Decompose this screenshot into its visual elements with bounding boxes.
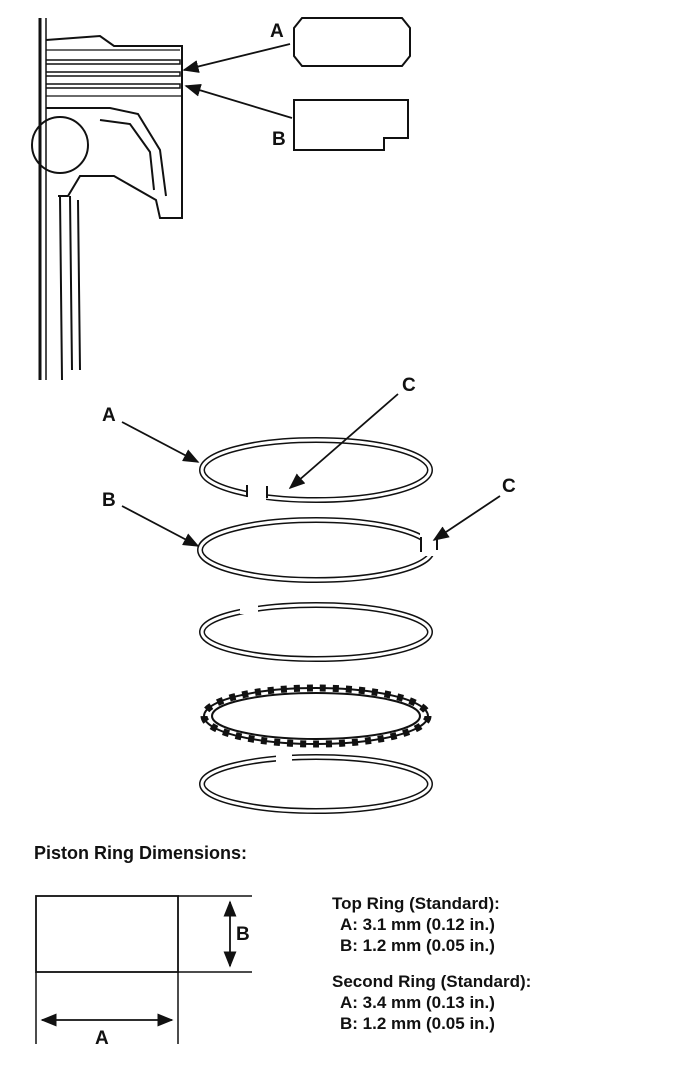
- oil-ring-upper-rail: [199, 600, 433, 662]
- second-ring-profile: [293, 99, 409, 151]
- dimensions-title: Piston Ring Dimensions:: [34, 843, 248, 863]
- top-ring-b-value: B: 1.2 mm (0.05 in.): [340, 936, 495, 955]
- second-ring-b-value: B: 1.2 mm (0.05 in.): [340, 1014, 495, 1033]
- piston-label-b: B: [272, 129, 286, 150]
- arrow-b-second-ring-set: [121, 505, 200, 547]
- ring-label-c-top: C: [402, 375, 416, 396]
- arrow-c-top-ring-gap: [288, 393, 399, 490]
- second-ring: [197, 517, 438, 583]
- second-ring-spec: Second Ring (Standard): A: 3.4 mm (0.13 …: [332, 971, 531, 1034]
- piston-label-a: A: [270, 21, 284, 42]
- top-ring-profile: [293, 17, 411, 67]
- ring-dimension-sketch: [35, 895, 252, 1044]
- oil-ring-spacer: [200, 684, 432, 748]
- piston-cross-section: [31, 18, 183, 381]
- top-ring-a-value: A: 3.1 mm (0.12 in.): [340, 915, 495, 934]
- arrow-a-top-ring-set: [121, 421, 200, 463]
- top-ring-heading: Top Ring (Standard):: [332, 894, 500, 913]
- oil-ring-lower-rail: [199, 752, 433, 814]
- second-ring-heading: Second Ring (Standard):: [332, 972, 532, 991]
- dimension-label-b: B: [236, 924, 250, 945]
- dimension-label-a: A: [95, 1028, 109, 1049]
- top-ring-spec: Top Ring (Standard): A: 3.1 mm (0.12 in.…: [332, 893, 500, 956]
- arrow-a-top-ring: [182, 43, 291, 73]
- ring-label-a: A: [102, 405, 116, 426]
- top-ring: [199, 437, 433, 504]
- arrow-b-second-ring: [184, 84, 293, 119]
- ring-label-b: B: [102, 490, 116, 511]
- arrow-c-second-ring-gap: [432, 495, 501, 541]
- ring-set: [197, 437, 438, 814]
- ring-label-c-second: C: [502, 476, 516, 497]
- second-ring-a-value: A: 3.4 mm (0.13 in.): [340, 993, 495, 1012]
